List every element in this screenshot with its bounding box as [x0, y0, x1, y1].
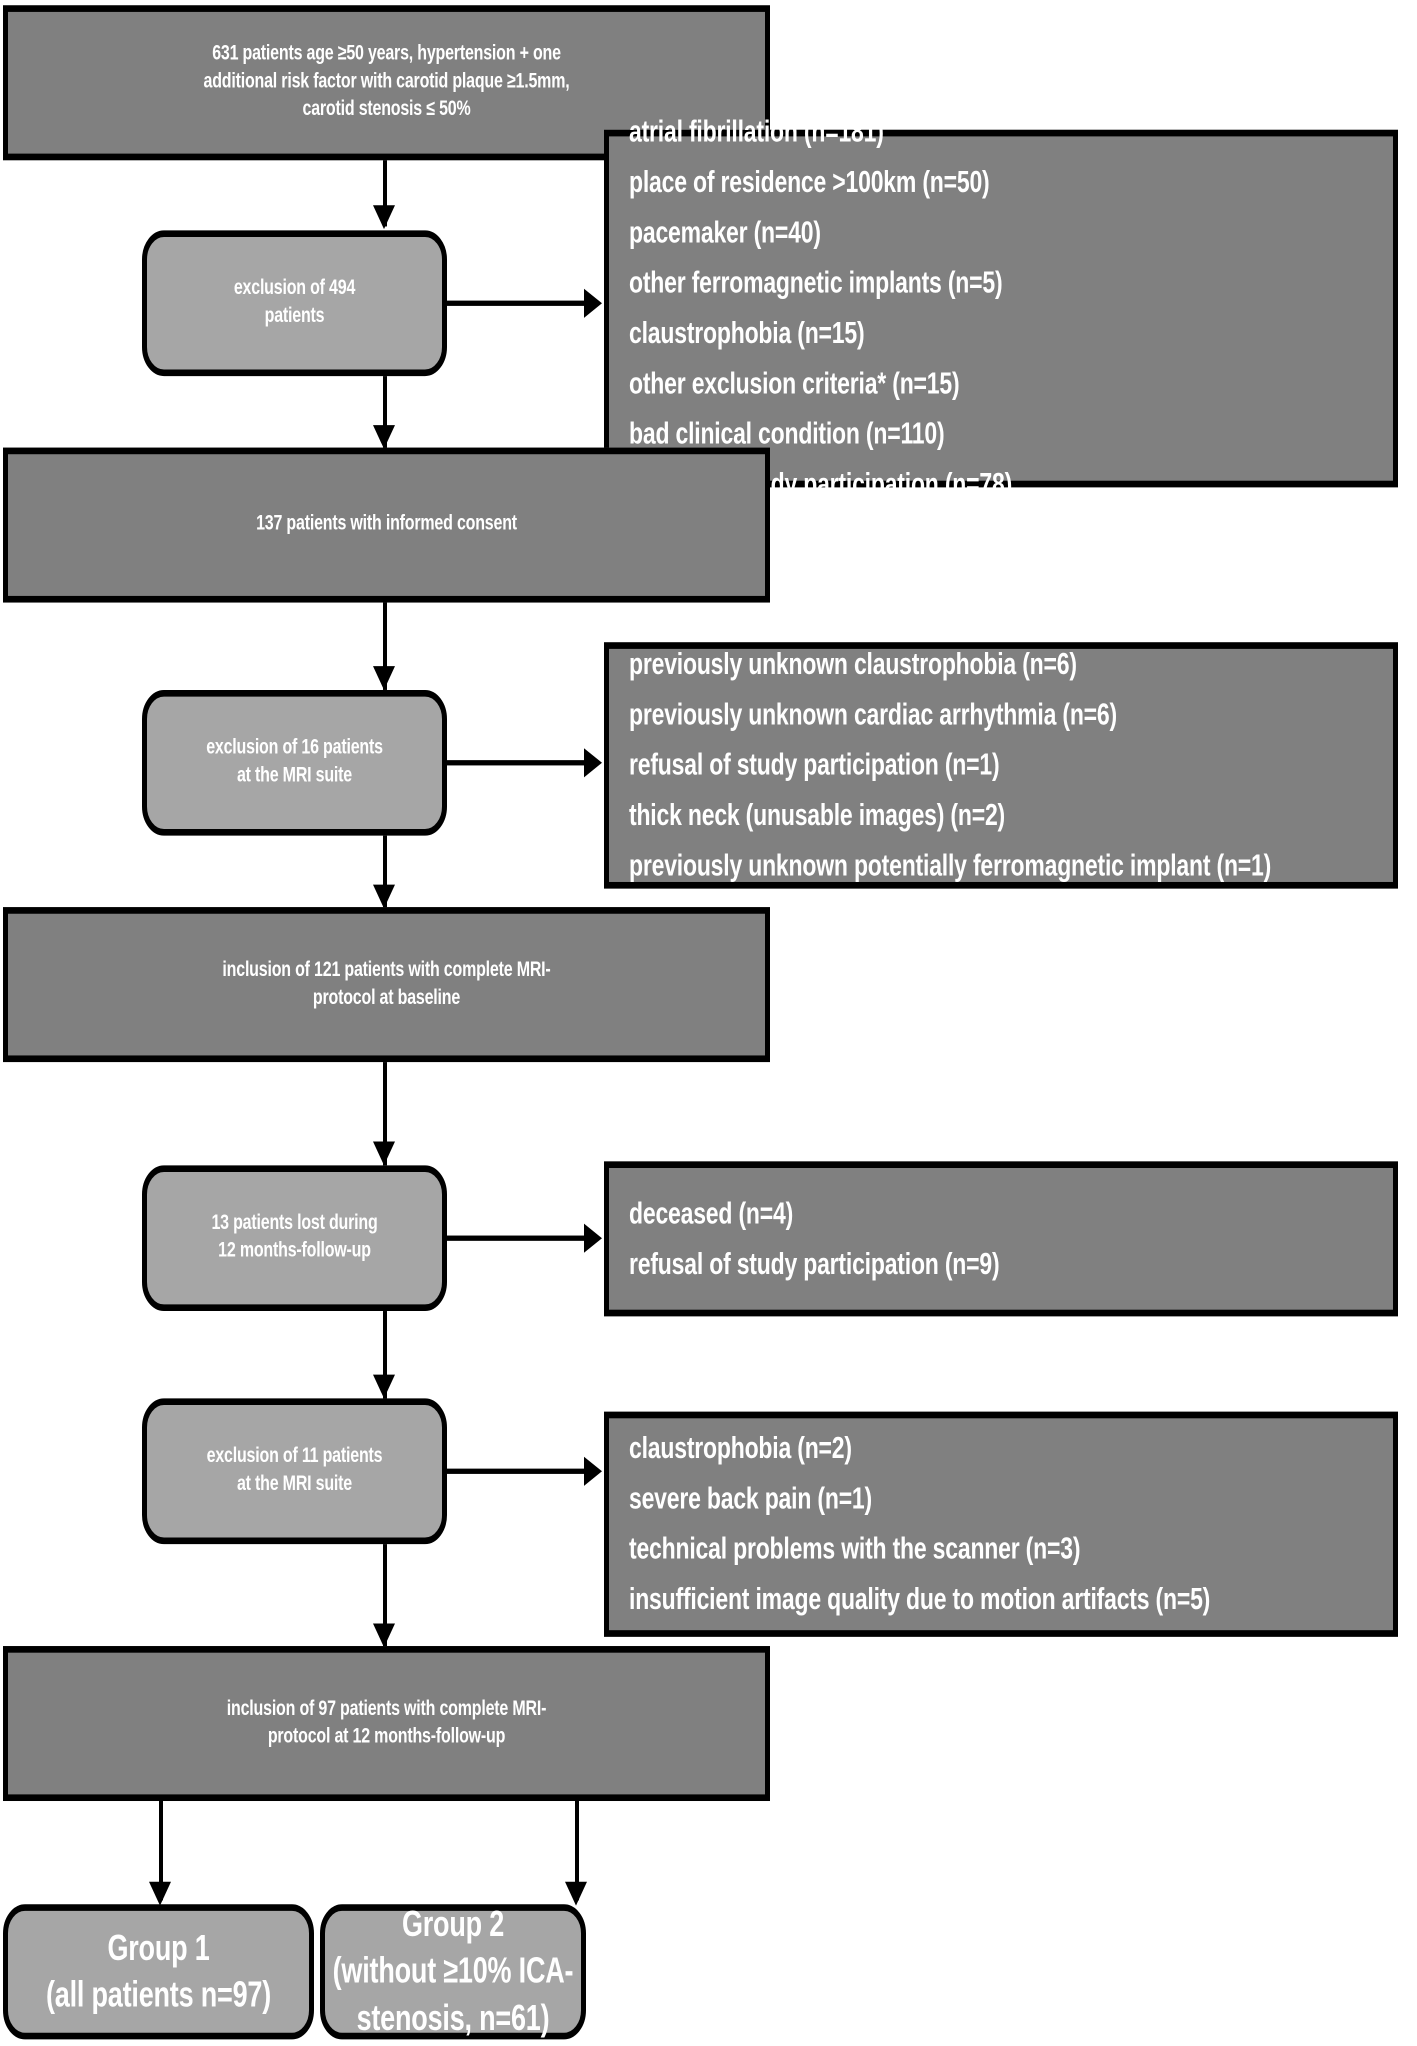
exclusion-16-reason-5: previously unknown potentially ferromagn…: [629, 847, 1272, 882]
arrowhead-inclusion121-to-lost13: [373, 1141, 395, 1166]
informed-consent-137-line-1: 137 patients with informed consent: [256, 512, 517, 536]
connector-inclusion97-to-group2: [575, 1801, 579, 1901]
node-lost-13-reasons: deceased (n=4) refusal of study particip…: [604, 1161, 1398, 1317]
node-lost-13: 13 patients lost during 12 months-follow…: [142, 1165, 447, 1312]
exclusion-11-reason-2: severe back pain (n=1): [629, 1480, 872, 1516]
group-2-line-1: Group 2: [401, 1904, 505, 1945]
connector-exclusion11-to-inclusion97: [383, 1544, 387, 1648]
connector-lost13-to-reasons: [447, 1235, 587, 1241]
exclusion-16-line-2: at the MRI suite: [236, 764, 353, 787]
exclusion-11-line-2: at the MRI suite: [236, 1472, 353, 1496]
group-2-line-2: (without ≥10% ICA-: [332, 1951, 574, 1991]
node-exclusion-494: exclusion of 494 patients: [142, 230, 447, 377]
exclusion-494-line-2: patients: [264, 304, 325, 328]
connector-lost13-to-exclusion11: [383, 1311, 387, 1399]
lost-13-reason-1: deceased (n=4): [629, 1195, 794, 1230]
exclusion-494-reason-4: other ferromagnetic implants (n=5): [629, 264, 1003, 300]
arrowhead-exclusion16-to-reasons: [584, 748, 602, 778]
arrowhead-exclusion11-to-reasons: [584, 1456, 602, 1486]
arrowhead-inclusion97-to-group2: [565, 1881, 587, 1906]
node-exclusion-11: exclusion of 11 patients at the MRI suit…: [142, 1398, 447, 1545]
node-inclusion-121: inclusion of 121 patients with complete …: [3, 907, 770, 1063]
connector-consent137-to-exclusion16: [383, 602, 387, 690]
connector-inclusion97-to-group1: [159, 1801, 163, 1901]
exclusion-11-line-1: exclusion of 11 patients: [206, 1445, 383, 1468]
connector-source-to-exclusion494: [383, 160, 387, 227]
arrowhead-exclusion494-to-reasons: [584, 288, 602, 318]
arrowhead-lost13-to-reasons: [584, 1223, 602, 1253]
node-inclusion-97: inclusion of 97 patients with complete M…: [3, 1646, 770, 1802]
exclusion-11-reason-3: technical problems with the scanner (n=3…: [629, 1530, 1081, 1566]
lost-13-line-2: 12 months-follow-up: [218, 1239, 371, 1263]
connector-exclusion494-to-reasons: [447, 300, 587, 306]
exclusion-494-reason-6: other exclusion criteria* (n=15): [629, 365, 960, 400]
exclusion-494-reason-3: pacemaker (n=40): [629, 214, 821, 250]
node-exclusion-11-reasons: claustrophobia (n=2) severe back pain (n…: [604, 1411, 1398, 1637]
node-group-1: Group 1 (all patients n=97): [3, 1904, 314, 2040]
lost-13-reason-2: refusal of study participation (n=9): [629, 1245, 1000, 1280]
exclusion-16-reason-1: previously unknown claustrophobia (n=6): [629, 646, 1077, 682]
exclusion-16-reason-2: previously unknown cardiac arrhythmia (n…: [629, 696, 1117, 732]
exclusion-494-line-1: exclusion of 494: [233, 277, 356, 300]
arrowhead-source-to-exclusion494: [373, 205, 395, 230]
node-exclusion-494-reasons: atrial fibrillation (n=181) place of res…: [604, 114, 1398, 500]
arrowhead-inclusion97-to-group1: [149, 1881, 171, 1906]
node-exclusion-16-reasons: previously unknown claustrophobia (n=6) …: [604, 642, 1398, 889]
node-group-2: Group 2 (without ≥10% ICA- stenosis, n=6…: [320, 1904, 586, 2040]
connector-exclusion16-to-inclusion121: [383, 835, 387, 909]
exclusion-494-reason-7: bad clinical condition (n=110): [629, 415, 945, 450]
lost-13-line-1: 13 patients lost during: [211, 1211, 378, 1235]
inclusion-97-line-2: protocol at 12 months-follow-up: [267, 1724, 506, 1748]
node-informed-consent-137: 137 patients with informed consent: [3, 447, 770, 603]
node-exclusion-16: exclusion of 16 patients at the MRI suit…: [142, 689, 447, 836]
inclusion-97-line-1: inclusion of 97 patients with complete M…: [226, 1697, 547, 1720]
group-1-line-2: (all patients n=97): [45, 1974, 271, 2015]
connector-exclusion16-to-reasons: [447, 760, 587, 766]
exclusion-11-reason-1: claustrophobia (n=2): [629, 1430, 852, 1465]
exclusion-16-reason-4: thick neck (unusable images) (n=2): [629, 797, 1006, 832]
source-population-line-3: carotid stenosis ≤ 50%: [302, 97, 471, 121]
exclusion-16-reason-3: refusal of study participation (n=1): [629, 746, 1000, 782]
connector-exclusion494-to-consent137: [383, 376, 387, 449]
connector-exclusion11-to-reasons: [447, 1468, 587, 1474]
arrowhead-exclusion11-to-inclusion97: [373, 1623, 395, 1648]
arrowhead-exclusion494-to-consent137: [373, 425, 395, 449]
inclusion-121-line-1: inclusion of 121 patients with complete …: [222, 958, 551, 981]
connector-inclusion121-to-lost13: [383, 1062, 387, 1166]
exclusion-494-reason-1: atrial fibrillation (n=181): [629, 114, 884, 149]
arrowhead-exclusion16-to-inclusion121: [373, 884, 395, 909]
source-population-line-2: additional risk factor with carotid plaq…: [203, 70, 570, 93]
exclusion-11-reason-4: insufficient image quality due to motion…: [629, 1581, 1211, 1616]
arrowhead-lost13-to-exclusion11: [373, 1374, 395, 1399]
source-population-line-1: 631 patients age ≥50 years, hypertension…: [212, 42, 561, 66]
exclusion-494-reason-5: claustrophobia (n=15): [629, 315, 865, 350]
group-1-line-1: Group 1: [107, 1928, 210, 1968]
group-2-line-3: stenosis, n=61): [356, 1997, 550, 2038]
inclusion-121-line-2: protocol at baseline: [312, 985, 461, 1009]
exclusion-16-line-1: exclusion of 16 patients: [206, 736, 383, 760]
node-source-population: 631 patients age ≥50 years, hypertension…: [3, 5, 770, 161]
exclusion-494-reason-2: place of residence >100km (n=50): [629, 164, 990, 200]
arrowhead-consent137-to-exclusion16: [373, 666, 395, 690]
